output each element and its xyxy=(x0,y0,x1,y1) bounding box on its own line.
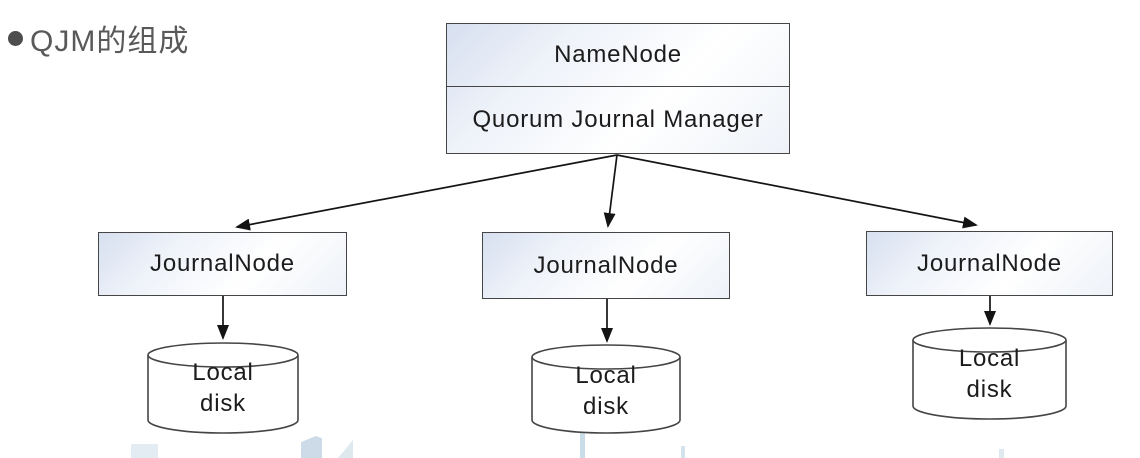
watermark-fragment xyxy=(301,436,322,458)
journalnode-box-2: JournalNode xyxy=(482,232,730,299)
disk-label-2-line1: Local xyxy=(575,362,637,389)
journalnode-box-1: JournalNode xyxy=(98,232,347,296)
watermark-fragment xyxy=(681,446,685,458)
connector-qjm-to-journalnode-3 xyxy=(616,154,978,229)
watermark-fragment xyxy=(580,433,585,458)
slide-title-text: QJM的组成 xyxy=(30,25,190,58)
disk-label-3-line2: disk xyxy=(966,376,1013,403)
journalnode-box-3: JournalNode xyxy=(866,231,1113,296)
disk-cylinder-1 xyxy=(147,342,299,434)
slide-title: QJM的组成 xyxy=(8,16,189,60)
disk-label-3-line1: Local xyxy=(958,345,1021,372)
disk-label-2: Local disk xyxy=(532,360,680,422)
watermark-fragment xyxy=(999,449,1004,458)
disk-label-3: Local disk xyxy=(913,343,1066,405)
disk-label-1-line1: Local xyxy=(192,359,254,386)
disk-cylinder-2 xyxy=(531,344,681,434)
watermark-fragment xyxy=(131,444,158,458)
connector-qjm-to-journalnode-1 xyxy=(235,154,618,231)
namenode-box: NameNode Quorum Journal Manager xyxy=(446,23,790,154)
disk-label-1-line2: disk xyxy=(200,390,246,417)
quorum-journal-manager-label: Quorum Journal Manager xyxy=(447,86,789,153)
bullet-icon xyxy=(8,30,23,46)
connector-qjm-to-journalnode-2 xyxy=(603,154,618,228)
disk-cylinder-3 xyxy=(912,327,1067,420)
namenode-label: NameNode xyxy=(554,41,682,68)
disk-label-2-line2: disk xyxy=(583,393,629,420)
disk-label-1: Local disk xyxy=(148,357,298,419)
